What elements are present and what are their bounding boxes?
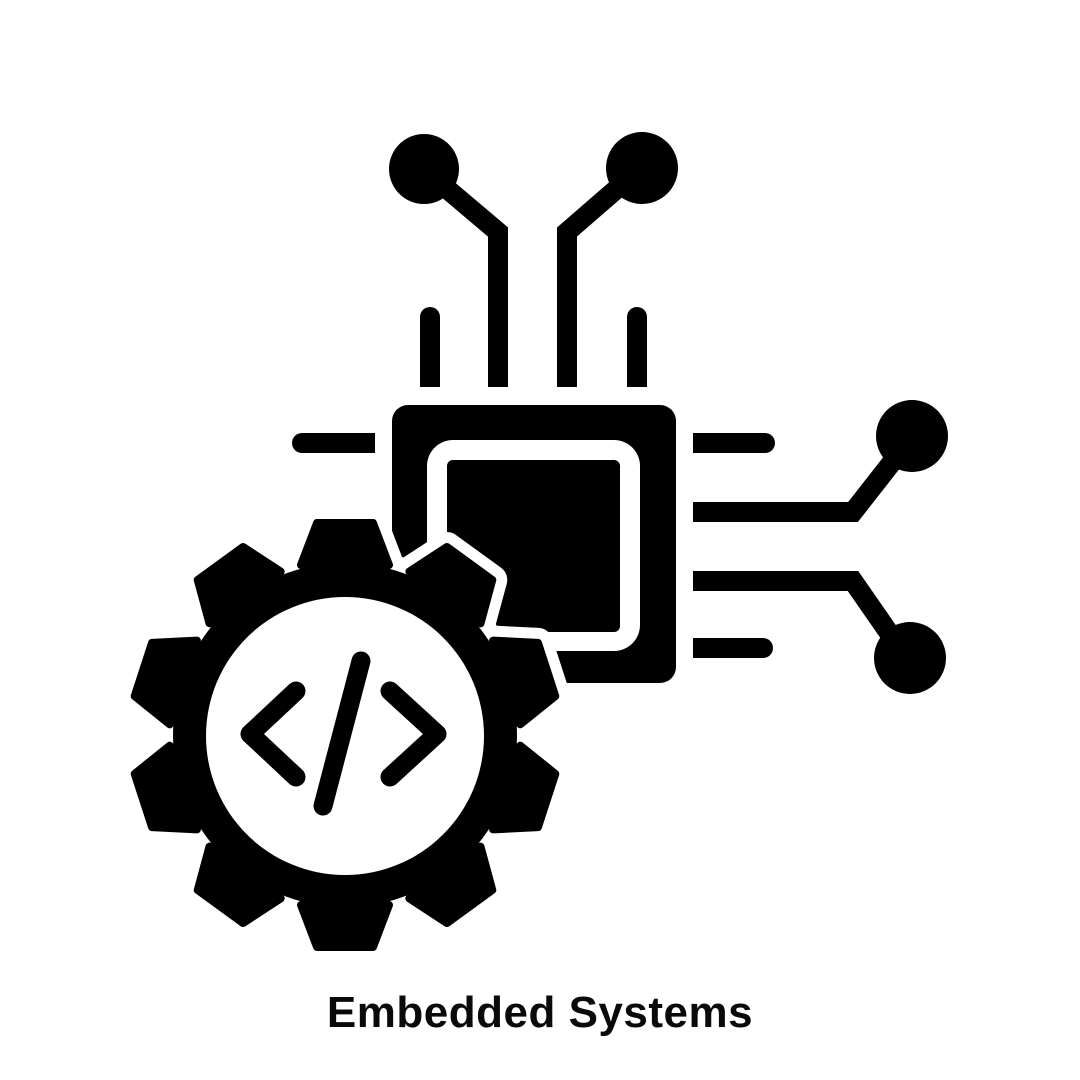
caption-label: Embedded Systems [326,988,754,1037]
connection-node [876,400,948,472]
circuit-trace [439,180,508,387]
code-icon [240,651,447,816]
connection-node [874,622,946,694]
circuit-traces-top [389,132,678,387]
connection-node [606,132,678,204]
circuit-trace [693,445,908,522]
chip-pin [420,307,440,387]
chip-pin [627,307,647,387]
circuit-traces-right [693,400,948,694]
circuit-trace [292,433,375,453]
chevron-right-icon [380,681,447,787]
chevron-left-icon [240,681,306,787]
circuit-trace [557,178,627,387]
circuit-trace [693,571,905,649]
connection-node [389,134,459,204]
circuit-trace [693,433,775,453]
circuit-trace [693,638,773,658]
slash-icon [313,651,371,816]
